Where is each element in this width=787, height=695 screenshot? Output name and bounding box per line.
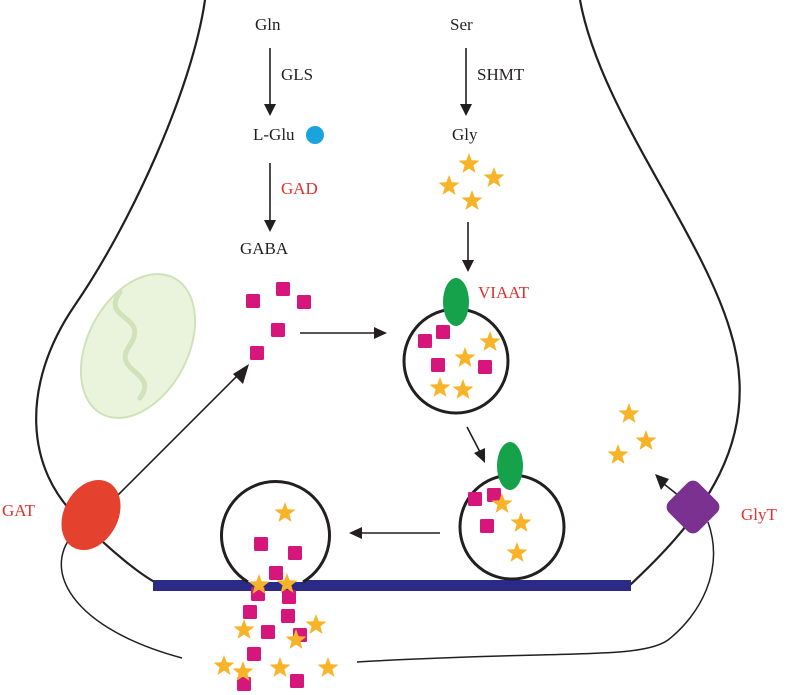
presynaptic-membrane-right (578, 0, 741, 586)
label-glyt: GlyT (741, 505, 778, 524)
label-ser: Ser (450, 15, 473, 34)
gaba-molecule (237, 677, 251, 691)
shmt-arrow (460, 48, 472, 116)
glycine-molecule (276, 573, 298, 593)
glycine-molecule (274, 502, 296, 522)
gad-arrow (264, 163, 276, 232)
glycine-molecule (438, 175, 460, 195)
glycine-molecule (461, 190, 483, 210)
mitochondrion (79, 273, 197, 419)
glycine-molecules (213, 153, 657, 681)
label-shmt: SHMT (477, 65, 525, 84)
glycine-molecule (269, 657, 291, 677)
gaba-molecule (261, 625, 275, 639)
viaat-transporter-2 (497, 442, 523, 490)
label-viaat: VIAAT (478, 283, 530, 302)
viaat-transporter (443, 278, 469, 326)
gaba-molecule (290, 674, 304, 688)
glycine-molecule (454, 347, 476, 367)
gat-reuptake-arrow (114, 364, 249, 499)
glyt-transporter (666, 480, 720, 534)
glutamate-dot (306, 126, 324, 144)
gaba-molecule (271, 323, 285, 337)
gaba-molecule (269, 566, 283, 580)
presynaptic-membrane-left (35, 0, 207, 586)
active-zone-membrane (153, 580, 631, 591)
gaba-molecule (246, 294, 260, 308)
glycine-molecule (248, 574, 270, 594)
glycine-molecule (635, 430, 657, 450)
gaba-molecule (250, 346, 264, 360)
glycine-molecule (618, 403, 640, 423)
vesicle-docking-arrow (349, 527, 440, 539)
glycine-molecule (506, 542, 528, 562)
gaba-molecule (431, 358, 445, 372)
glycine-molecule (483, 167, 505, 187)
label-gly: Gly (452, 125, 478, 144)
label-gat: GAT (2, 501, 36, 520)
vesicle-fusing (220, 480, 331, 584)
glycine-molecule (232, 661, 254, 681)
gaba-molecule (243, 605, 257, 619)
glycine-molecule (510, 512, 532, 532)
vesicle-docking (458, 473, 566, 581)
vesicle-transfer-arrow (466, 426, 485, 463)
gaba-molecule (281, 609, 295, 623)
gly-to-vesicle-arrow (462, 222, 474, 272)
glycine-molecule (213, 655, 235, 675)
label-gln: Gln (255, 15, 281, 34)
gaba-molecule (478, 360, 492, 374)
glycine-molecule (429, 377, 451, 397)
glial-process-right (356, 521, 715, 663)
gaba-molecule (297, 295, 311, 309)
gaba-to-vesicle-arrow (300, 327, 387, 339)
gat-transporter (61, 479, 121, 551)
gaba-molecule (480, 519, 494, 533)
gaba-molecule (247, 647, 261, 661)
gls-arrow (264, 48, 276, 116)
gaba-molecule (436, 325, 450, 339)
glycine-molecule (285, 629, 307, 649)
glycine-molecule (607, 444, 629, 464)
glycine-molecule (452, 379, 474, 399)
glycine-molecule (458, 153, 480, 173)
glycine-molecule (233, 619, 255, 639)
glycine-molecule (317, 657, 339, 677)
gaba-molecule (468, 492, 482, 506)
label-gad: GAD (281, 179, 318, 198)
gaba-molecule (276, 282, 290, 296)
gaba-molecule (282, 590, 296, 604)
label-gls: GLS (281, 65, 313, 84)
gaba-molecule (487, 488, 501, 502)
label-gaba: GABA (240, 239, 289, 258)
label-l-glu: L-Glu (253, 125, 295, 144)
gaba-molecule (254, 537, 268, 551)
glycine-molecule (479, 331, 501, 351)
glycine-molecule (491, 493, 513, 513)
gaba-molecule (288, 546, 302, 560)
glycine-molecule (305, 614, 327, 634)
gaba-molecule (418, 334, 432, 348)
